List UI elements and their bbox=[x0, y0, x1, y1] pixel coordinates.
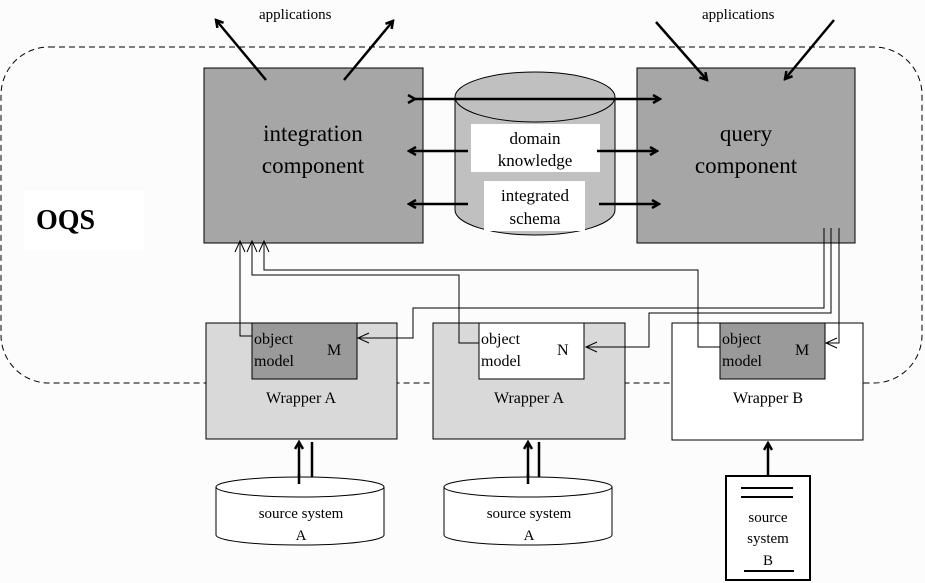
wrapper-a-2-label: Wrapper A bbox=[494, 390, 564, 407]
query-component-label-2: component bbox=[695, 153, 798, 178]
svg-text:object: object bbox=[254, 331, 294, 348]
source-system-a-2: source system A bbox=[443, 474, 613, 546]
query-component: query component bbox=[636, 67, 856, 244]
svg-text:object: object bbox=[481, 331, 521, 348]
connector-omn-to-integration bbox=[246, 239, 479, 344]
integration-component-label-1: integration bbox=[263, 121, 363, 146]
svg-text:source: source bbox=[748, 510, 787, 526]
arrow-integration-to-app-left bbox=[216, 20, 267, 81]
svg-text:A: A bbox=[296, 528, 307, 544]
arrow-app-to-query-right bbox=[785, 19, 835, 79]
oqs-label: OQS bbox=[24, 191, 144, 250]
svg-text:system: system bbox=[747, 531, 789, 547]
svg-text:M: M bbox=[795, 342, 809, 359]
domain-knowledge-box: domain knowledge bbox=[471, 124, 600, 172]
arrow-integration-to-app-right bbox=[343, 21, 393, 81]
wrapper-a-1: object model M Wrapper A bbox=[205, 322, 398, 440]
svg-text:object: object bbox=[722, 331, 762, 348]
connector-query-to-om2 bbox=[824, 228, 840, 349]
wrapper-a-1-label: Wrapper A bbox=[266, 390, 336, 407]
source-system-b: source system B bbox=[725, 475, 811, 581]
connector-om2-to-integration bbox=[258, 239, 720, 348]
svg-text:domain: domain bbox=[510, 129, 561, 148]
repository-cylinder: domain knowledge integrated schema bbox=[454, 71, 616, 236]
wrapper-b-label: Wrapper B bbox=[733, 390, 803, 407]
svg-text:knowledge: knowledge bbox=[498, 151, 573, 170]
svg-text:source system: source system bbox=[259, 506, 344, 522]
integration-component: integration component bbox=[203, 67, 424, 244]
connector-query-to-om1 bbox=[356, 228, 825, 344]
applications-label-left: applications bbox=[259, 7, 332, 23]
arrow-app-to-query-left bbox=[655, 21, 707, 80]
wrapper-a-2: object model N Wrapper A bbox=[432, 322, 626, 440]
object-model-m-2 bbox=[719, 322, 826, 380]
svg-text:integrated: integrated bbox=[501, 186, 569, 205]
source-system-a-1: source system A bbox=[215, 474, 385, 546]
svg-text:model: model bbox=[722, 353, 763, 370]
svg-text:model: model bbox=[254, 353, 295, 370]
svg-text:N: N bbox=[557, 342, 569, 359]
svg-text:model: model bbox=[481, 353, 522, 370]
integrated-schema-box: integrated schema bbox=[484, 181, 585, 231]
object-model-n bbox=[478, 322, 585, 380]
query-component-label-1: query bbox=[720, 121, 773, 146]
applications-label-right: applications bbox=[702, 7, 775, 23]
svg-text:A: A bbox=[524, 528, 535, 544]
integration-component-label-2: component bbox=[262, 153, 365, 178]
svg-text:source system: source system bbox=[487, 506, 572, 522]
svg-text:M: M bbox=[327, 342, 341, 359]
wrapper-b: object model M Wrapper B bbox=[671, 322, 864, 441]
svg-text:schema: schema bbox=[510, 209, 561, 228]
object-model-m-1 bbox=[251, 322, 358, 380]
svg-text:OQS: OQS bbox=[36, 205, 95, 236]
oqs-boundary bbox=[0, 46, 923, 384]
svg-text:B: B bbox=[763, 553, 773, 569]
connector-query-to-omn bbox=[584, 228, 832, 353]
connector-om1-to-integration bbox=[234, 239, 252, 337]
